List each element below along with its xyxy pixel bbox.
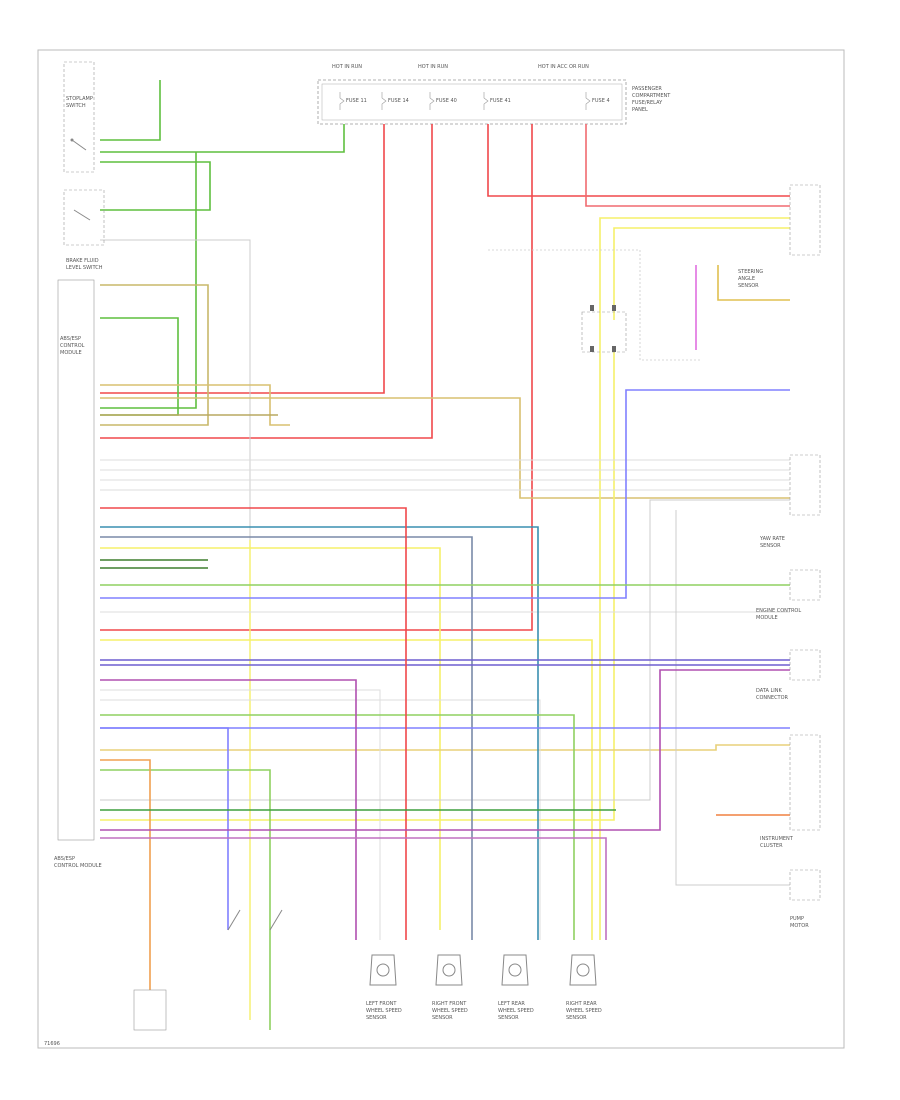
svg-text:WHEEL SPEED: WHEEL SPEED xyxy=(566,1008,602,1014)
brake-fluid-level-switch: BRAKE FLUID LEVEL SWITCH xyxy=(63,189,105,271)
data-link-connector: DATA LINK CONNECTOR xyxy=(756,649,821,701)
fuse-11-hot-label: HOT IN RUN xyxy=(332,64,362,70)
svg-text:CONTROL MODULE: CONTROL MODULE xyxy=(54,863,102,869)
left-front-wheel-sensor: LEFT FRONT WHEEL SPEED SENSOR xyxy=(366,954,402,1021)
abs-esp-control-module: ABS/ESP CONTROL MODULE ABS/ESP CONTROL M… xyxy=(54,279,102,869)
bottom-switches xyxy=(133,909,283,1031)
fuse-41-label: FUSE 41 xyxy=(490,98,511,104)
svg-text:RIGHT FRONT: RIGHT FRONT xyxy=(432,1001,467,1007)
svg-text:CONTROL: CONTROL xyxy=(60,343,85,349)
stoplamp-switch-label: STOPLAMP xyxy=(66,96,93,102)
svg-text:ANGLE: ANGLE xyxy=(738,276,755,282)
svg-text:SENSOR: SENSOR xyxy=(498,1015,519,1021)
brake-fluid-level-label: BRAKE FLUID xyxy=(66,258,99,264)
right-front-wheel-sensor: RIGHT FRONT WHEEL SPEED SENSOR xyxy=(432,954,468,1021)
svg-text:MODULE: MODULE xyxy=(756,615,778,621)
diagram-frame xyxy=(37,49,845,1049)
fuse-11-label: FUSE 11 xyxy=(346,98,367,104)
svg-text:CONNECTOR: CONNECTOR xyxy=(756,695,789,701)
fuse-relay-panel: HOT IN RUN HOT IN RUN HOT IN ACC OR RUN … xyxy=(317,64,671,125)
svg-text:MOTOR: MOTOR xyxy=(790,923,809,929)
pump-motor: PUMP MOTOR xyxy=(789,869,821,929)
svg-text:LEVEL SWITCH: LEVEL SWITCH xyxy=(66,265,103,271)
fuse-4-label: FUSE 4 xyxy=(592,98,610,104)
fuse-4-hot-label: HOT IN ACC OR RUN xyxy=(538,64,589,70)
steering-angle-sensor: STEERING ANGLE SENSOR xyxy=(738,184,821,289)
wire-harness xyxy=(100,80,790,1030)
svg-text:SWITCH: SWITCH xyxy=(66,103,86,109)
instrument-cluster: INSTRUMENT CLUSTER xyxy=(760,734,821,849)
svg-text:ABS/ESP: ABS/ESP xyxy=(54,856,75,862)
svg-text:RIGHT REAR: RIGHT REAR xyxy=(566,1001,597,1007)
center-connector xyxy=(581,305,627,353)
yaw-rate-label: YAW RATE xyxy=(759,536,785,542)
svg-text:SENSOR: SENSOR xyxy=(366,1015,387,1021)
module-caption: ABS/ESP xyxy=(60,336,81,342)
engine-control-label: ENGINE CONTROL xyxy=(756,608,801,614)
svg-text:WHEEL SPEED: WHEEL SPEED xyxy=(366,1008,402,1014)
svg-text:WHEEL SPEED: WHEEL SPEED xyxy=(432,1008,468,1014)
svg-text:SENSOR: SENSOR xyxy=(760,543,781,549)
svg-text:MODULE: MODULE xyxy=(60,350,82,356)
right-rear-wheel-sensor: RIGHT REAR WHEEL SPEED SENSOR xyxy=(566,954,602,1021)
steering-angle-label: STEERING xyxy=(738,269,763,275)
svg-text:SENSOR: SENSOR xyxy=(738,283,759,289)
svg-text:CLUSTER: CLUSTER xyxy=(760,843,783,849)
fuse-40-hot-label: HOT IN RUN xyxy=(418,64,448,70)
instrument-cluster-label: INSTRUMENT xyxy=(760,836,794,842)
data-link-label: DATA LINK xyxy=(756,688,782,694)
pump-motor-label: PUMP xyxy=(790,916,804,922)
svg-text:LEFT FRONT: LEFT FRONT xyxy=(366,1001,397,1007)
svg-text:COMPARTMENT: COMPARTMENT xyxy=(632,93,671,99)
fuse-40-label: FUSE 40 xyxy=(436,98,457,104)
yaw-rate-sensor: YAW RATE SENSOR xyxy=(759,454,821,549)
engine-control-module: ENGINE CONTROL MODULE xyxy=(756,569,821,621)
left-rear-wheel-sensor: LEFT REAR WHEEL SPEED SENSOR xyxy=(498,954,534,1021)
svg-text:LEFT REAR: LEFT REAR xyxy=(498,1001,525,1007)
svg-text:WHEEL SPEED: WHEEL SPEED xyxy=(498,1008,534,1014)
svg-text:PANEL: PANEL xyxy=(632,107,648,113)
footer-code: 71696 xyxy=(44,1041,60,1047)
stoplamp-switch: STOPLAMP SWITCH xyxy=(63,61,95,173)
fuse-14-label: FUSE 14 xyxy=(388,98,409,104)
svg-text:SENSOR: SENSOR xyxy=(432,1015,453,1021)
wheel-speed-sensors: LEFT FRONT WHEEL SPEED SENSOR RIGHT FRON… xyxy=(366,954,602,1021)
svg-text:SENSOR: SENSOR xyxy=(566,1015,587,1021)
fuse-panel-caption: PASSENGER xyxy=(632,86,662,92)
svg-text:FUSE/RELAY: FUSE/RELAY xyxy=(632,100,663,106)
